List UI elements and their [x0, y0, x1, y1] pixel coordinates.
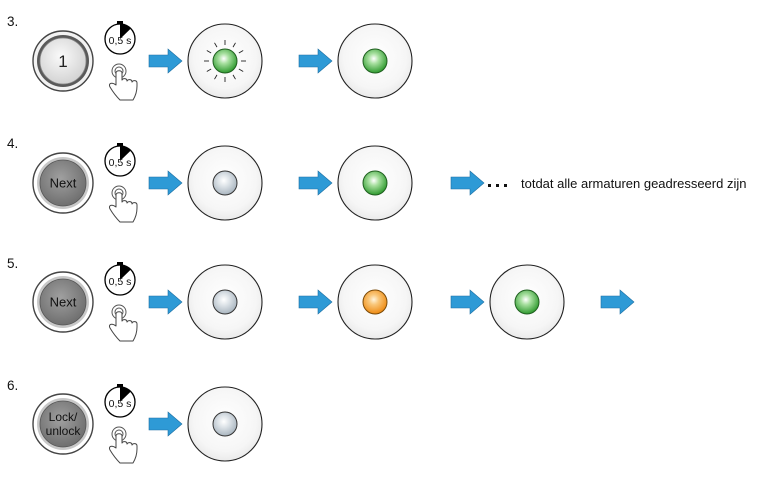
hand-shape	[109, 192, 138, 223]
stopwatch-crown	[117, 384, 123, 387]
step-row: 5. Next 0,5 s	[7, 256, 635, 342]
hand-shape	[109, 433, 138, 464]
indicator-grey	[187, 145, 263, 221]
finger-press-icon	[109, 63, 138, 101]
flow-arrow	[298, 289, 333, 315]
flow-arrow	[298, 170, 333, 196]
stopwatch-icon: 0,5 s	[104, 21, 136, 55]
timer-label: 0,5 s	[109, 157, 132, 169]
indicator-grey	[187, 264, 263, 340]
timer-label: 0,5 s	[109, 35, 132, 47]
button-face	[39, 159, 87, 207]
flow-arrow	[600, 289, 635, 315]
control-button[interactable]: Lock/unlock	[32, 393, 94, 455]
button-label: Next	[50, 295, 77, 310]
stopwatch-crown	[117, 143, 123, 146]
continuation-note: totdat alle armaturen geadresseerd zijn	[521, 176, 746, 191]
blink-ray	[232, 74, 236, 80]
blink-ray	[214, 74, 218, 80]
blink-ray	[238, 50, 244, 54]
timer-label: 0,5 s	[109, 398, 132, 410]
stopwatch-crown	[117, 21, 123, 24]
indicator-led	[362, 48, 388, 74]
blink-ray	[214, 42, 218, 48]
flow-arrow	[148, 170, 183, 196]
indicator-led	[212, 170, 238, 196]
button-label: Lock/	[49, 410, 78, 424]
flow-arrow	[148, 48, 183, 74]
flow-arrow	[148, 411, 183, 437]
step-row: 6. Lock/unlock 0,5 s	[7, 378, 263, 464]
flow-arrow	[450, 170, 485, 196]
indicator-green-blinking	[187, 23, 263, 99]
indicator-led	[362, 289, 388, 315]
indicator-led	[362, 170, 388, 196]
stopwatch-crown	[117, 262, 123, 265]
button-label: 1	[58, 52, 67, 71]
blink-ray	[206, 68, 212, 72]
indicator-grey	[187, 386, 263, 462]
stopwatch-wedge	[120, 145, 131, 161]
finger-press-icon	[109, 304, 138, 342]
stopwatch-wedge	[120, 264, 131, 280]
ellipsis-dot	[504, 184, 507, 187]
hand-shape	[109, 311, 138, 342]
stopwatch-wedge	[120, 386, 131, 402]
blink-ray	[232, 42, 236, 48]
flow-arrow	[148, 289, 183, 315]
ellipsis-dot	[496, 184, 499, 187]
button-label: Next	[50, 176, 77, 191]
step-row: 3. 1 0,5 s	[7, 14, 413, 101]
finger-press-icon	[109, 185, 138, 223]
blink-rays	[204, 40, 246, 82]
blink-ray	[238, 68, 244, 72]
stopwatch-wedge	[120, 23, 131, 39]
indicator-led	[212, 48, 238, 74]
indicator-led	[212, 289, 238, 315]
button-face	[39, 37, 87, 85]
button-face	[39, 400, 87, 448]
indicator-led	[514, 289, 540, 315]
step-number: 6.	[7, 378, 18, 393]
control-button[interactable]: Next	[32, 271, 94, 333]
finger-press-icon	[109, 426, 138, 464]
control-button[interactable]: Next	[32, 152, 94, 214]
button-label: unlock	[46, 424, 82, 438]
indicator-green	[489, 264, 565, 340]
stopwatch-icon: 0,5 s	[104, 262, 136, 296]
step-number: 3.	[7, 14, 18, 29]
flow-arrow	[298, 48, 333, 74]
timer-label: 0,5 s	[109, 276, 132, 288]
stopwatch-icon: 0,5 s	[104, 384, 136, 418]
ellipsis-dot	[488, 184, 491, 187]
indicator-orange	[337, 264, 413, 340]
step-number: 5.	[7, 256, 18, 271]
indicator-green	[337, 23, 413, 99]
indicator-green	[337, 145, 413, 221]
hand-shape	[109, 70, 138, 101]
flow-arrow	[450, 289, 485, 315]
step-row: 4. Next 0,5 s totdat alle armaturen geadres…	[7, 136, 746, 223]
stopwatch-icon: 0,5 s	[104, 143, 136, 177]
blink-ray	[206, 50, 212, 54]
step-number: 4.	[7, 136, 18, 151]
button-face	[39, 278, 87, 326]
control-button[interactable]: 1	[32, 30, 94, 92]
indicator-led	[212, 411, 238, 437]
